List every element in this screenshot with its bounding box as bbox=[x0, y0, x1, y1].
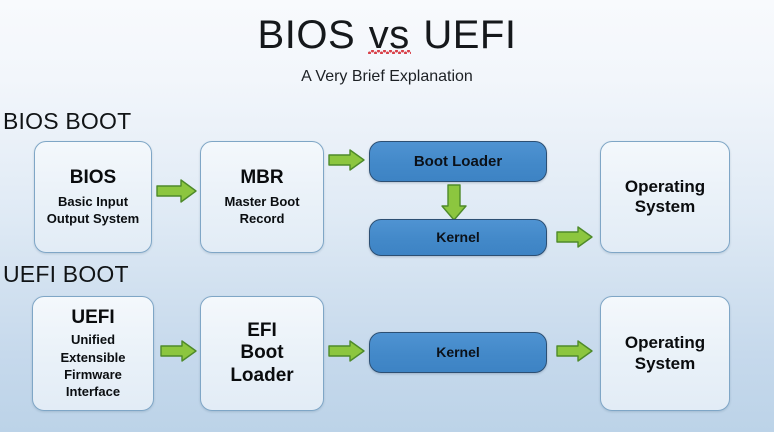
node-operating-system-2-line2: System bbox=[634, 353, 696, 373]
node-efi-boot-loader[interactable]: EFI Boot Loader bbox=[200, 296, 324, 411]
arrow-mbr-to-boot-loader bbox=[328, 148, 366, 172]
title-part-bios: BIOS bbox=[257, 13, 367, 57]
arrow-bios-to-mbr bbox=[156, 178, 198, 204]
arrow-kernel-to-operating-system-2 bbox=[556, 339, 594, 363]
node-boot-loader[interactable]: Boot Loader bbox=[369, 141, 547, 182]
node-bios[interactable]: BIOS Basic Input Output System bbox=[34, 141, 152, 253]
section-heading-uefi-boot: UEFI BOOT bbox=[3, 261, 129, 287]
node-mbr-line2: Record bbox=[239, 210, 285, 226]
node-uefi-line4: Interface bbox=[65, 383, 121, 399]
section-heading-bios-boot: BIOS BOOT bbox=[3, 108, 132, 134]
node-mbr[interactable]: MBR Master Boot Record bbox=[200, 141, 324, 253]
arrow-kernel-to-operating-system bbox=[556, 225, 594, 249]
node-uefi[interactable]: UEFI Unified Extensible Firmware Interfa… bbox=[32, 296, 154, 411]
node-operating-system-uefi-flow[interactable]: Operating System bbox=[600, 296, 730, 411]
node-mbr-heading: MBR bbox=[240, 167, 284, 189]
node-uefi-line2: Extensible bbox=[60, 349, 126, 365]
node-operating-system-line1: Operating bbox=[624, 176, 706, 196]
node-uefi-line3: Firmware bbox=[64, 366, 122, 382]
node-mbr-line1: Master Boot bbox=[224, 193, 300, 209]
node-uefi-heading: UEFI bbox=[71, 306, 115, 328]
node-boot-loader-heading: Boot Loader bbox=[413, 152, 503, 170]
arrow-boot-loader-to-kernel bbox=[440, 184, 468, 222]
node-bios-line2: Output System bbox=[46, 210, 140, 226]
page-subtitle: A Very Brief Explanation bbox=[301, 68, 473, 85]
node-efi-boot-loader-line1: EFI bbox=[247, 319, 277, 341]
node-kernel-heading: Kernel bbox=[436, 229, 480, 246]
arrow-uefi-to-efi-boot-loader bbox=[160, 339, 198, 363]
node-uefi-line1: Unified bbox=[70, 332, 116, 348]
node-efi-boot-loader-line2: Boot bbox=[240, 342, 284, 364]
page-title: BIOS vs UEFI bbox=[0, 14, 774, 56]
node-efi-boot-loader-line3: Loader bbox=[230, 364, 294, 386]
node-kernel-heading-2: Kernel bbox=[436, 344, 480, 361]
node-bios-heading: BIOS bbox=[69, 167, 117, 189]
node-operating-system-2-line1: Operating bbox=[624, 333, 706, 353]
node-bios-line1: Basic Input bbox=[57, 193, 129, 209]
node-operating-system-line2: System bbox=[634, 197, 696, 216]
title-part-uefi: UEFI bbox=[411, 13, 517, 57]
arrow-efi-boot-loader-to-kernel bbox=[328, 339, 366, 363]
node-kernel-uefi-flow[interactable]: Kernel bbox=[369, 332, 547, 373]
title-vs-misspelled: vs bbox=[367, 13, 411, 57]
node-kernel-bios-flow[interactable]: Kernel bbox=[369, 219, 547, 256]
node-operating-system-bios-flow[interactable]: Operating System bbox=[600, 141, 730, 253]
